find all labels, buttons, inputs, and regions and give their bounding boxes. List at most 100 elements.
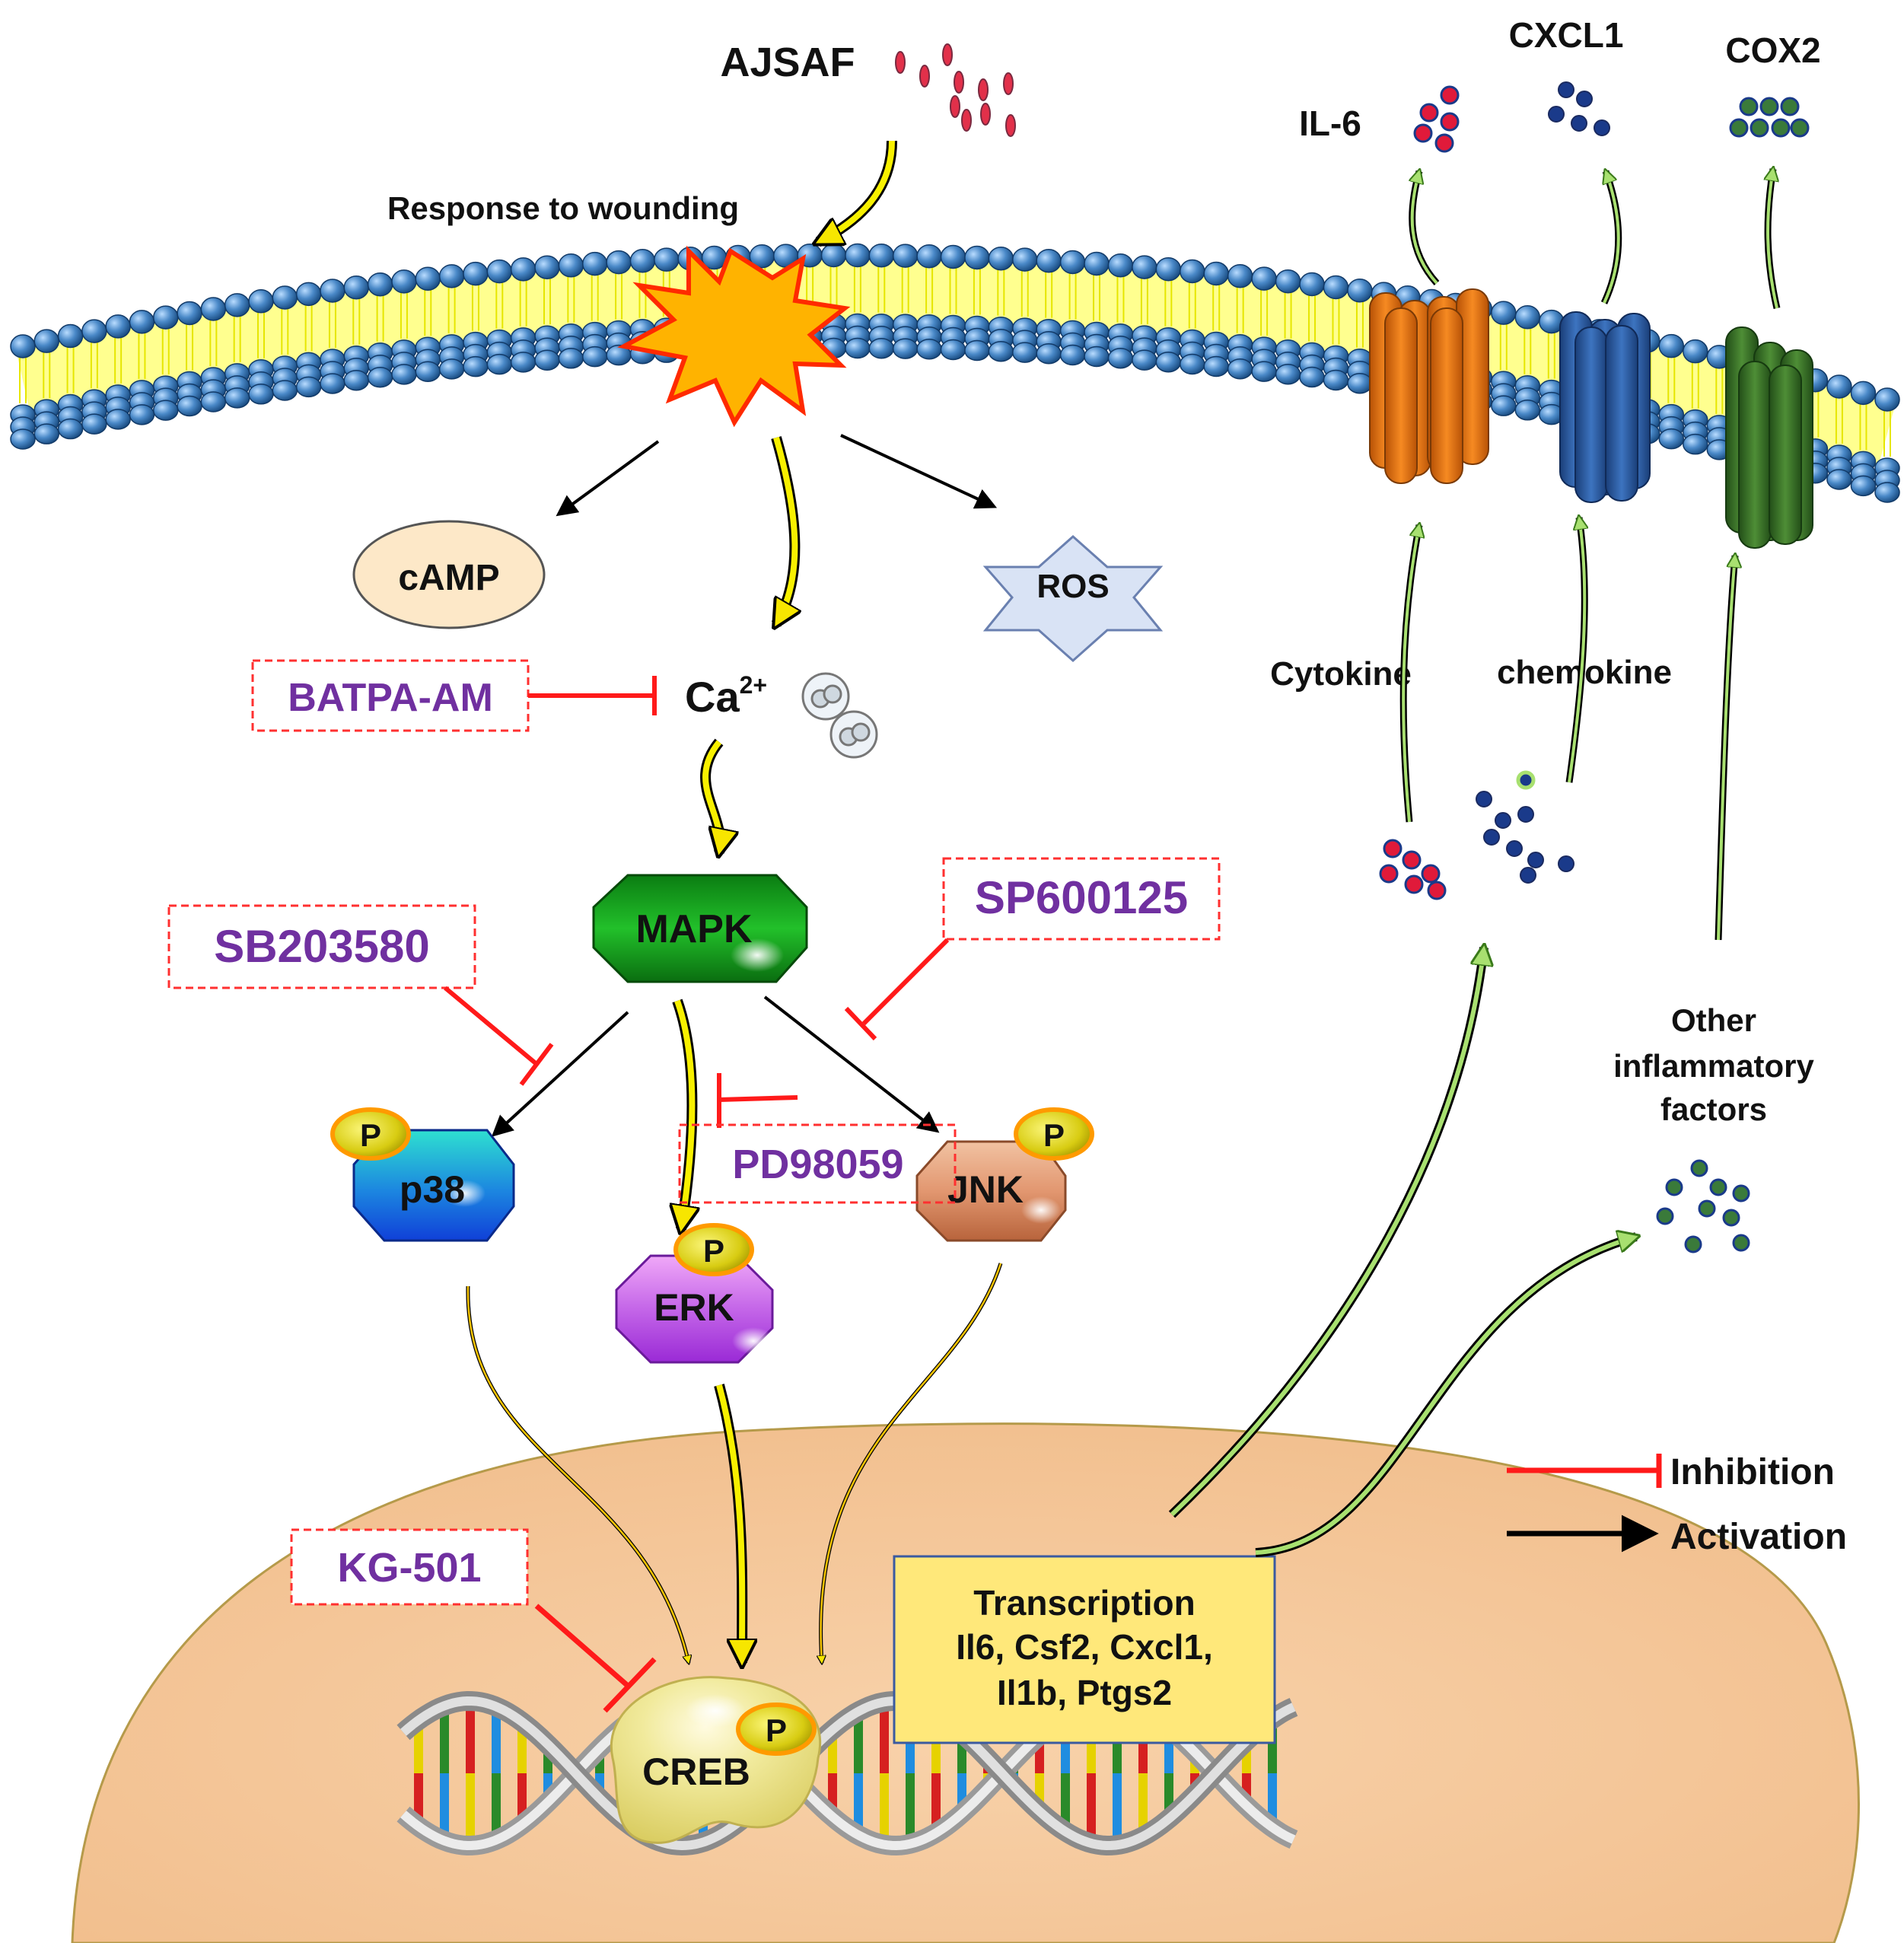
lipid-head [988,246,1014,271]
lipid-head [177,395,202,417]
lipid-head [581,251,608,276]
transcription-title: Transcription [973,1583,1195,1623]
lipid-head [248,384,274,405]
lipid-head [1826,469,1852,490]
p38-phospho-label: P [360,1117,381,1153]
lipid-head [1299,366,1325,388]
lipid-head [320,373,345,394]
lipid-head [558,348,584,369]
transcription-box [893,1555,1276,1744]
kg-inhibition-bar [603,1657,657,1713]
other-label-3: factors [1660,1091,1767,1127]
lipid-head [1203,355,1229,377]
sp600125-label: SP600125 [975,872,1188,923]
chemokine-intracellular-icon [1476,770,1574,884]
lipid-head [57,323,84,349]
ros-star-icon [982,534,1164,663]
jnk-label: JNK [947,1168,1024,1211]
lipid-head [1059,250,1086,275]
ajsaf-droplets-icon [895,43,1016,137]
lipid-head [1132,349,1157,371]
ajsaf-label: AJSAF [720,40,855,85]
lipid-head [1132,255,1157,279]
lipid-head [1491,301,1517,325]
lipid-head [129,404,155,425]
mapk-label: MAPK [635,907,753,951]
lipid-head [1491,395,1517,416]
pd-inhibition-line [718,1095,798,1102]
cxcl1-secreted-icon [1548,81,1610,136]
lipid-head [1084,346,1110,368]
lipid-head [916,244,942,269]
lipid-head [1275,269,1301,294]
lipid-head [415,361,441,383]
il6-intracellular-icon [1379,839,1447,900]
lipid-head [629,249,656,273]
erk-phospho-label: P [703,1233,724,1269]
lipid-head [33,329,60,353]
sb-inhibition-line [444,986,538,1066]
arrow-p38-creb [466,1285,689,1663]
lipid-head [558,253,584,278]
lipid-head [1323,275,1349,300]
arrow-cytokine-channel [1402,525,1419,823]
lipid-head [964,339,990,362]
lipid-head [510,352,536,373]
erk-node [615,1254,774,1364]
creb-phospho-label: P [766,1712,787,1748]
arrow-il6-out [1412,171,1438,285]
lipid-head [964,245,990,270]
legend: Inhibition Activation [1507,1452,1847,1557]
lipid-head [868,243,895,268]
p38-shine [443,1180,486,1207]
lipid-head [845,337,871,359]
lipid-head [1059,344,1086,366]
lipid-head [463,355,489,377]
pd98059-box [678,1123,957,1204]
arrow-chemokine-channel [1568,518,1584,783]
batpa-label: BATPA-AM [288,676,493,720]
lipid-head [486,353,513,375]
lipid-head [367,366,393,388]
arrow-ca-mapk [702,740,720,852]
wounding-label: Response to wounding [387,190,739,226]
lipid-head [1323,369,1349,391]
lipid-head [1227,263,1253,288]
kg501-label: KG-501 [337,1545,481,1591]
p38-phospho-icon [330,1107,411,1161]
lipid-head [415,266,441,291]
cox2-secreted-icon [1729,97,1810,138]
lipid-head [224,293,250,317]
p38-node [352,1129,515,1242]
lipid-head [105,314,131,339]
arrow-other-channel [1717,556,1735,941]
lipid-head [940,244,966,269]
sp600125-box [942,857,1221,941]
arrow-to-camp [556,440,660,517]
erk-label: ERK [654,1286,734,1329]
lipid-head [1658,333,1685,358]
wound-burst-icon [617,245,851,428]
arrow-mapk-p38 [491,1011,629,1137]
sb203580-box [167,904,476,989]
lipid-head [391,364,417,385]
lipid-head [33,423,60,444]
lipid-head [1347,278,1373,303]
lipid-head [1155,351,1182,373]
legend-activation-label: Activation [1670,1517,1847,1557]
arrow-nucleus-cytokine [1170,948,1484,1517]
lipid-head [1180,259,1205,284]
lipid-head [1251,266,1277,291]
arrow-to-ca [776,436,794,624]
lipid-head [10,334,36,358]
lipid-head [1155,256,1182,282]
lipid-head [200,391,227,412]
sp-inhibition-line [861,938,950,1026]
erk-shine [732,1327,775,1355]
lipid-head [892,338,919,359]
lipid-head [463,261,489,286]
lipid-head [1084,251,1110,276]
lipid-head [940,339,966,361]
kg501-box [290,1528,529,1606]
